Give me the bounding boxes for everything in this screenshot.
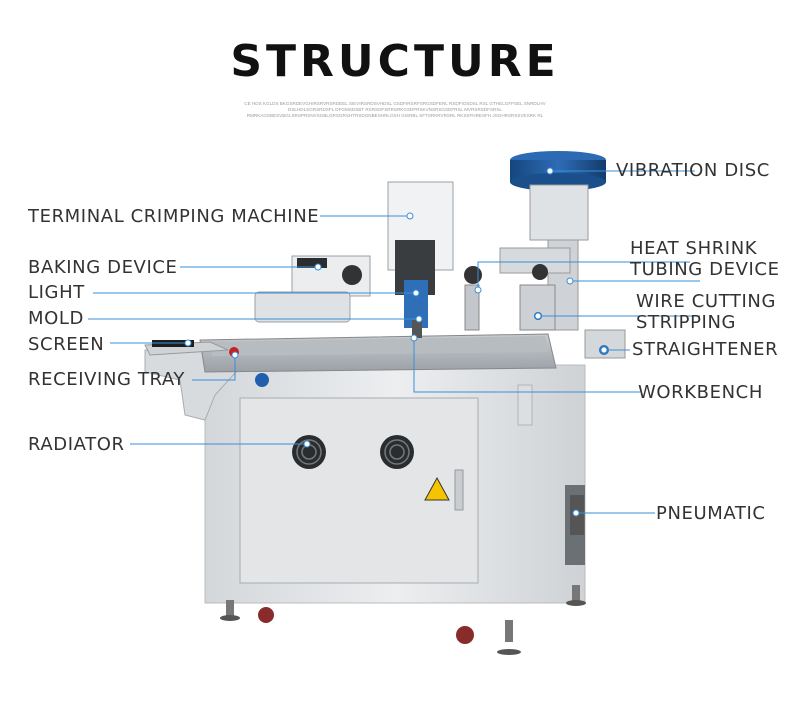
radiator-fan-left: [292, 435, 326, 469]
label-stripping: STRIPPING: [636, 312, 737, 333]
leader-lines: [88, 167, 700, 517]
label-baking-device: BAKING DEVICE: [28, 257, 178, 278]
label-mold: MOLD: [28, 308, 84, 329]
terminal-crimping-machine: [387, 181, 454, 338]
label-radiator: RADIATOR: [28, 434, 125, 455]
page-title: STRUCTURE: [230, 36, 560, 87]
radiator-fan-right: [380, 435, 414, 469]
heat-shrink-tubing-device: [464, 247, 571, 331]
casters: [220, 585, 586, 655]
baking-device: [254, 255, 371, 323]
label-light: LIGHT: [28, 282, 85, 303]
label-receiving-tray: RECEIVING TRAY: [28, 369, 185, 390]
workbench-top: [199, 333, 557, 373]
page-subtitle: CE HDS KGLDS BKGSRDEVGHIRSRVRSRDEEL SIEV…: [244, 101, 546, 118]
label-straightener: STRAIGHTENER: [632, 339, 779, 360]
label-heat-shrink-line1: HEAT SHRINK: [630, 238, 758, 259]
vibration-disc: [510, 151, 606, 331]
label-workbench: WORKBENCH: [638, 382, 763, 403]
label-terminal-crimping-machine: TERMINAL CRIMPING MACHINE: [28, 206, 320, 227]
warning-sign: [424, 476, 450, 501]
wire-cutting-stripping-unit: [519, 284, 556, 331]
label-heat-shrink-line2: TUBING DEVICE: [630, 259, 780, 280]
straightener: [584, 329, 626, 359]
label-wire-cutting: WIRE CUTTING: [636, 291, 777, 312]
label-pneumatic: PNEUMATIC: [656, 503, 766, 524]
label-screen: SCREEN: [28, 334, 105, 355]
cabinet: [204, 364, 586, 604]
label-vibration-disc: VIBRATION DISC: [616, 160, 770, 181]
